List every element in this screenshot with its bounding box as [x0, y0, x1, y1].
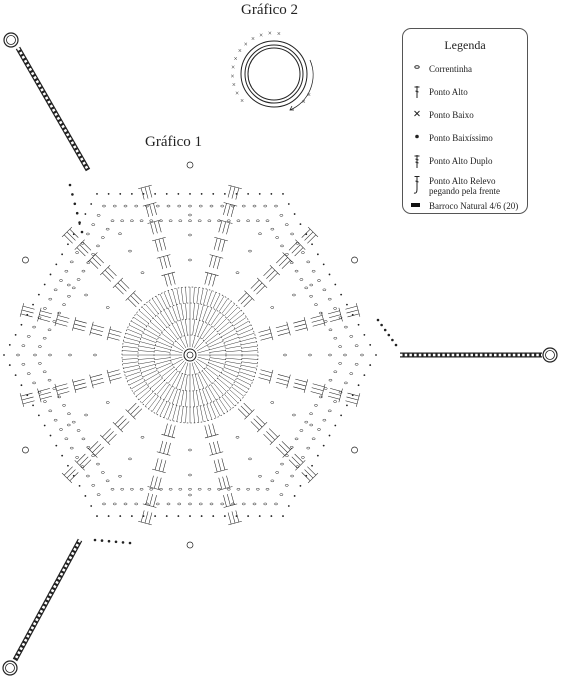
legend-item-slip-stitch: Ponto Baixíssimo: [409, 132, 527, 146]
chart-2-ring: ××××××××××××××: [231, 30, 314, 111]
chart-1-spokes: [19, 184, 361, 526]
chart-1-title: Gráfico 1: [145, 134, 203, 150]
legend-label: Correntinha: [429, 64, 472, 74]
cross-stitch: ×: [251, 35, 255, 43]
legend-label: Barroco Natural 4/6 (20): [429, 201, 519, 211]
chain-stitch-icon: [414, 65, 420, 69]
legend-label: Ponto Baixíssimo: [429, 133, 493, 143]
cross-stitch: ×: [307, 91, 311, 99]
legend-label: Ponto Alto Duplo: [429, 156, 493, 166]
cross-stitch: ×: [234, 55, 238, 63]
legend-title: Legenda: [444, 38, 486, 52]
legend-item-front-post: Ponto Alto Relevo pegando pela frente: [409, 175, 527, 199]
front-post-dc-icon: [413, 176, 420, 194]
legend-item-treble: Ponto Alto Duplo: [409, 155, 527, 169]
legend-item-single-crochet: Ponto Baixo: [409, 109, 527, 123]
double-crochet-icon: [414, 86, 420, 98]
cross-stitch: ×: [259, 31, 263, 39]
chart-1-outer-rounds: [3, 161, 377, 549]
cross-stitch: ×: [240, 97, 244, 105]
legend-label-line2: pegando pela frente: [429, 186, 500, 196]
legend-label: Ponto Alto Relevo: [429, 176, 496, 186]
cross-stitch: ×: [268, 30, 272, 38]
slip-stitch-icon: [415, 134, 419, 139]
yarn-swatch-icon: [411, 203, 420, 207]
legend-item-chain: Correntinha: [409, 63, 527, 77]
chart-1-center-stitches: [122, 287, 258, 423]
chart-1-center-rings: [121, 286, 259, 424]
legend-label: Ponto Alto: [429, 87, 468, 97]
cross-stitch: ×: [277, 30, 281, 38]
legend-label: Ponto Baixo: [429, 110, 474, 120]
single-crochet-icon: [414, 110, 420, 117]
legend-box: Legenda Correntinha Ponto Alto Ponto Bai…: [402, 28, 528, 214]
chart-1-hexagon: [3, 161, 377, 549]
treble-crochet-icon: [414, 155, 420, 168]
cross-stitch: ×: [231, 72, 235, 80]
chart-2-title: Gráfico 2: [241, 2, 299, 18]
chart-2-stitches: ××××××××××××××: [231, 30, 311, 107]
legend-item-yarn: Barroco Natural 4/6 (20): [409, 200, 527, 214]
cross-stitch: ×: [238, 47, 242, 55]
cross-stitch: ×: [231, 63, 235, 71]
hanging-straps: [2, 32, 558, 676]
cross-stitch: ×: [232, 81, 236, 89]
cross-stitch: ×: [302, 98, 306, 106]
cross-stitch: ×: [235, 89, 239, 97]
legend-item-double-crochet: Ponto Alto: [409, 86, 527, 100]
cross-stitch: ×: [244, 40, 248, 48]
